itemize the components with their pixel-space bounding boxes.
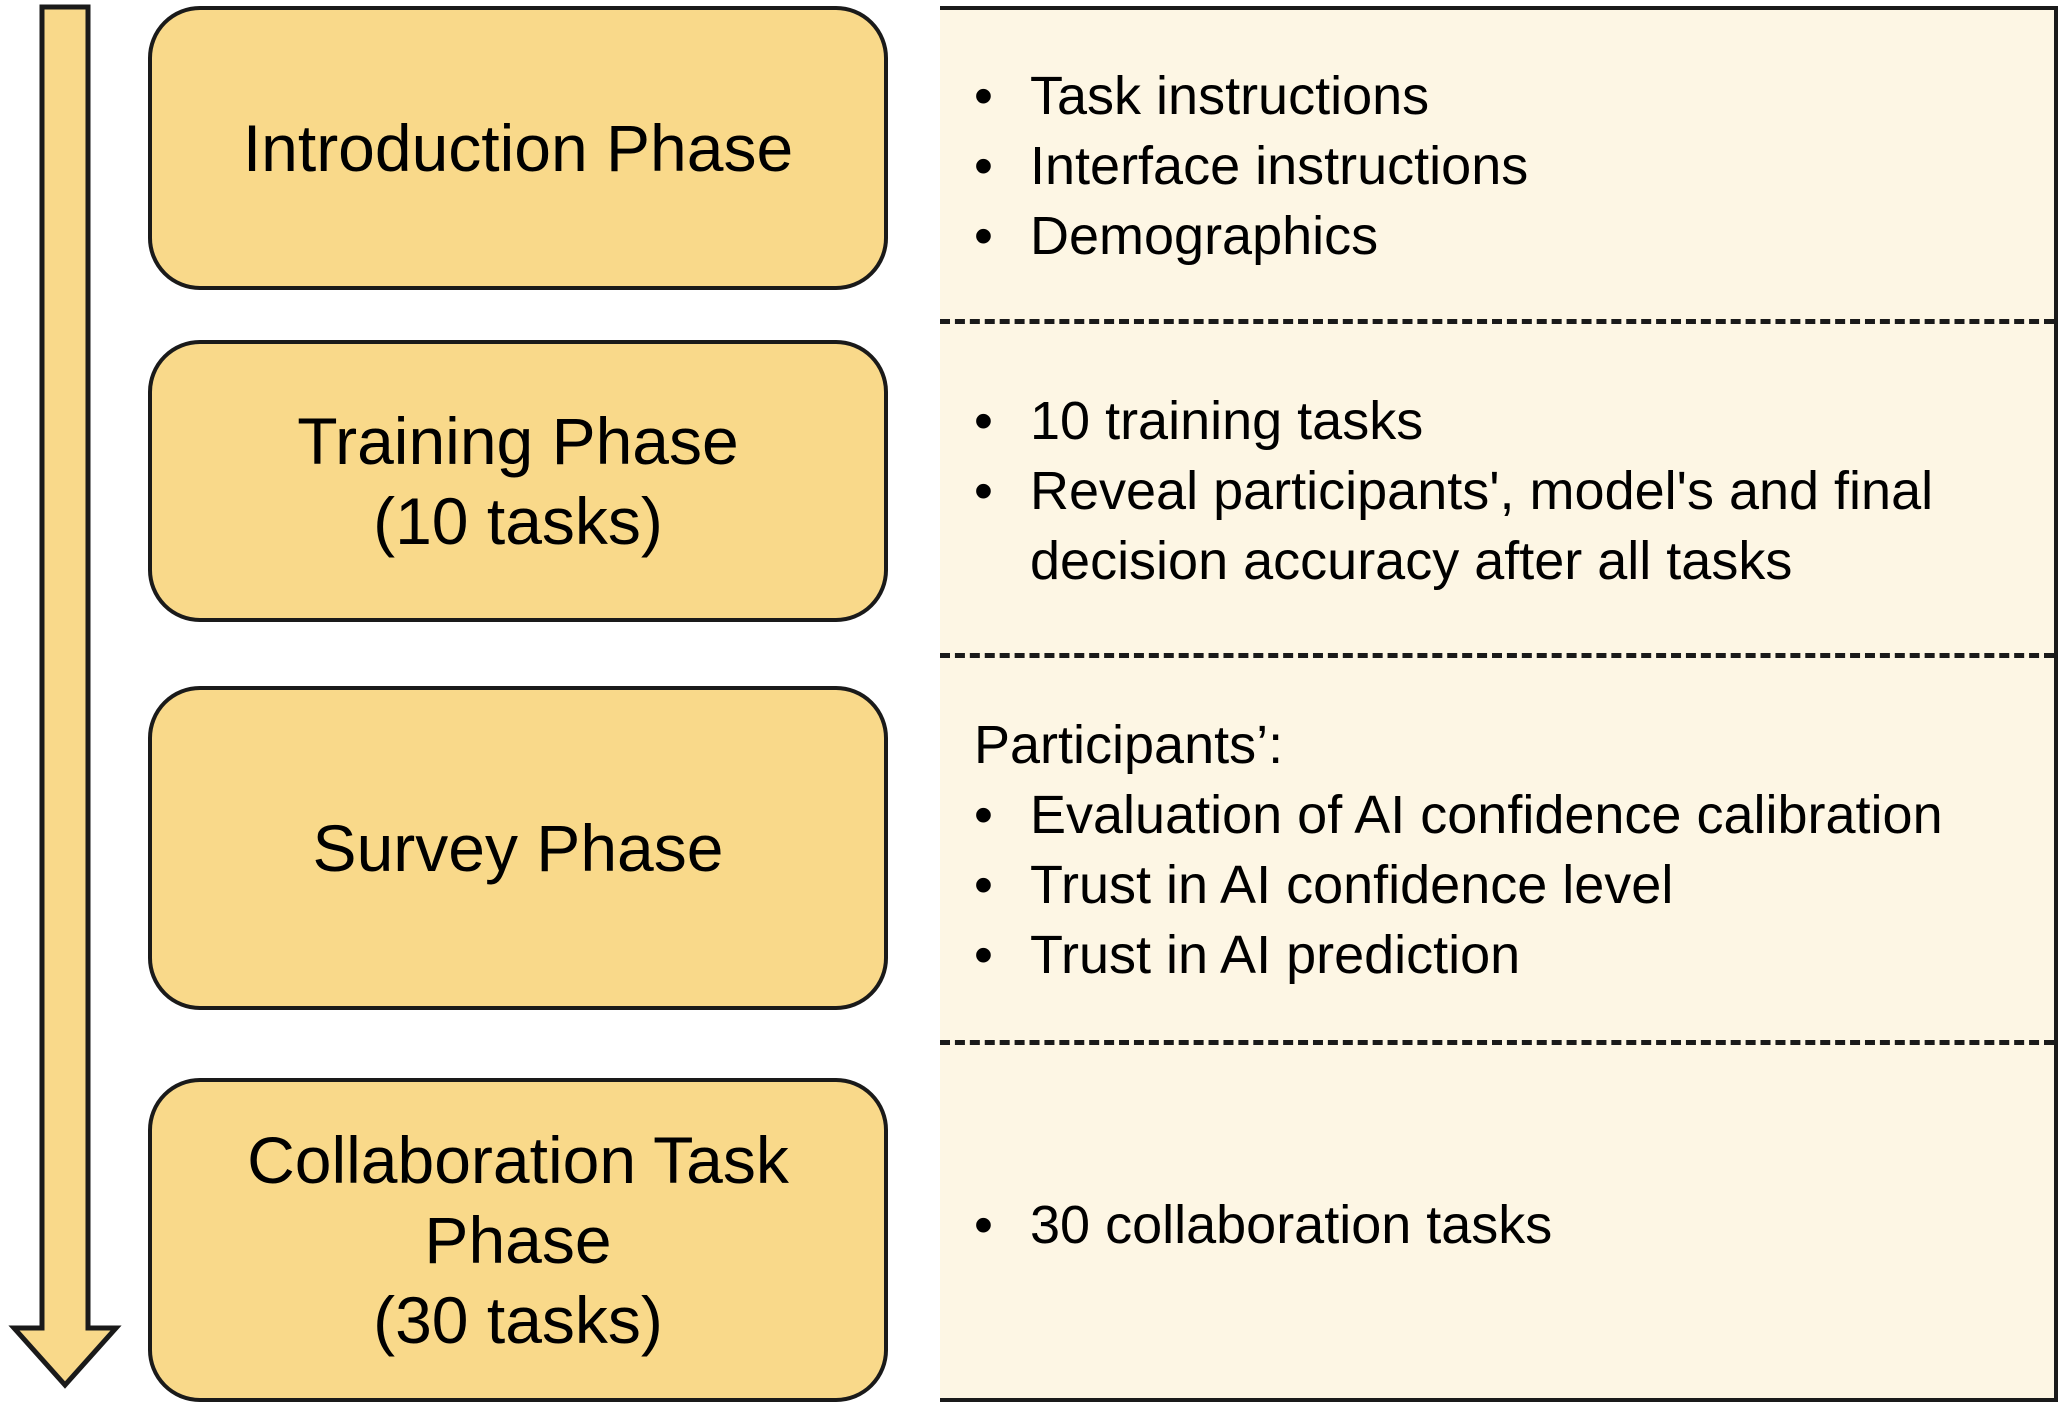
section-divider bbox=[940, 653, 2054, 658]
phase-box-survey: Survey Phase bbox=[148, 686, 888, 1010]
bullet-text: 10 training tasks bbox=[1030, 391, 1424, 451]
bullet-item: 30 collaboration tasks bbox=[974, 1190, 2034, 1260]
bullet-item: Trust in AI prediction bbox=[974, 920, 2034, 990]
bullet-text: Interface instructions bbox=[1030, 136, 1529, 196]
details-section-introduction: Task instructions Interface instructions… bbox=[940, 10, 2054, 322]
details-section-survey: Participants’: Evaluation of AI confiden… bbox=[940, 660, 2054, 1040]
bullet-item: Reveal participants', model's and final … bbox=[974, 456, 2034, 596]
section-divider bbox=[940, 1040, 2054, 1045]
phase-box-collaboration: Collaboration Task Phase (30 tasks) bbox=[148, 1078, 888, 1402]
bullet-list: 30 collaboration tasks bbox=[974, 1190, 2034, 1260]
phase-title-line: Training Phase bbox=[297, 404, 739, 478]
bullet-text: 30 collaboration tasks bbox=[1030, 1194, 1553, 1255]
arrow-shape bbox=[8, 4, 122, 1389]
bullet-item: Trust in AI confidence level bbox=[974, 850, 2034, 920]
bullet-text: Task instructions bbox=[1030, 66, 1430, 126]
details-section-training: 10 training tasks Reveal participants', … bbox=[940, 326, 2054, 656]
phase-title-line: Introduction Phase bbox=[242, 111, 794, 185]
phase-box-training: Training Phase (10 tasks) bbox=[148, 340, 888, 622]
details-section-collaboration: 30 collaboration tasks bbox=[940, 1047, 2054, 1402]
phase-title-line: Phase bbox=[424, 1203, 612, 1277]
bullet-text: Trust in AI prediction bbox=[1030, 925, 1521, 985]
bullet-list: Evaluation of AI confidence calibration … bbox=[974, 780, 2034, 990]
section-divider bbox=[940, 319, 2054, 324]
phase-title-line: Collaboration Task bbox=[247, 1123, 789, 1197]
bullet-list: Task instructions Interface instructions… bbox=[974, 61, 2034, 271]
bullet-text: Trust in AI confidence level bbox=[1030, 855, 1674, 915]
bullet-text: Reveal participants', model's and final bbox=[1030, 461, 1934, 521]
bullet-item: Interface instructions bbox=[974, 131, 2034, 201]
bullet-list: 10 training tasks Reveal participants', … bbox=[974, 386, 2034, 596]
phase-subtitle-line: (30 tasks) bbox=[373, 1283, 663, 1357]
bullet-text: Evaluation of AI confidence calibration bbox=[1030, 785, 1943, 845]
bullet-item: Demographics bbox=[974, 201, 2034, 271]
flow-down-arrow bbox=[8, 4, 122, 1389]
phase-box-introduction: Introduction Phase bbox=[148, 6, 888, 290]
phase-title-line: Survey Phase bbox=[312, 811, 724, 885]
phase-subtitle-line: (10 tasks) bbox=[373, 484, 663, 558]
bullet-item: Evaluation of AI confidence calibration bbox=[974, 780, 2034, 850]
details-panel: Task instructions Interface instructions… bbox=[940, 6, 2058, 1402]
bullet-text-continued: decision accuracy after all tasks bbox=[1030, 531, 1793, 591]
section-lead-text: Participants’: bbox=[974, 715, 1284, 775]
bullet-item: 10 training tasks bbox=[974, 386, 2034, 456]
bullet-item: Task instructions bbox=[974, 61, 2034, 131]
bullet-text: Demographics bbox=[1030, 206, 1379, 266]
